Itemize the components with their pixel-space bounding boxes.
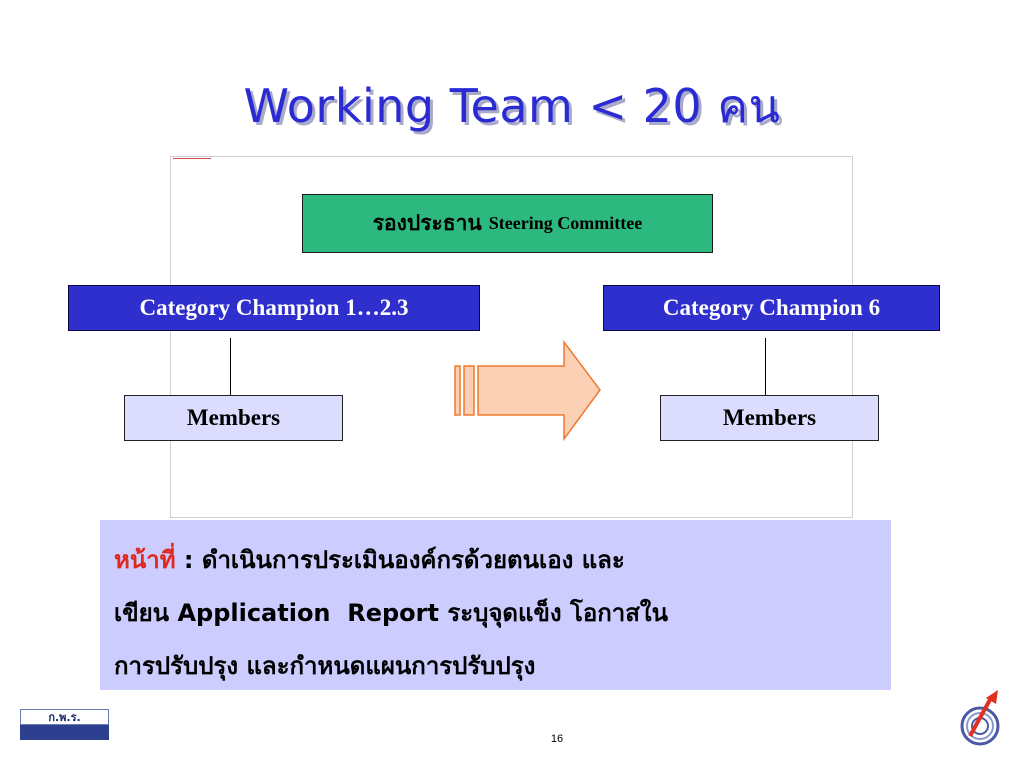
category-champion-right: Category Champion 6 (603, 285, 940, 331)
description-line-1: หน้าที่ : ดำเนินการประเมินองค์กรด้วยตนเอ… (114, 534, 877, 587)
category-champion-left: Category Champion 1…2.3 (68, 285, 480, 331)
members-right: Members (660, 395, 879, 441)
steering-committee-box: รองประธาน Steering Committee (302, 194, 713, 253)
connector-left (230, 338, 231, 395)
duty-line2-pre: เขียน (114, 599, 170, 627)
opdc-logo-text: ก.พ.ร. (20, 709, 109, 725)
duty-line2-english: Application Report (177, 599, 439, 627)
description-box: หน้าที่ : ดำเนินการประเมินองค์กรด้วยตนเอ… (100, 520, 891, 690)
steering-english-label: Steering Committee (488, 213, 643, 233)
opdc-logo: ก.พ.ร. (20, 709, 109, 740)
right-arrow-icon (454, 340, 601, 442)
connector-right (765, 338, 766, 395)
duty-label: หน้าที่ (114, 546, 176, 574)
slide-title: Working Team < 20 คน (243, 79, 781, 133)
frame-marker (173, 158, 211, 163)
steering-thai-label: รองประธาน (372, 211, 482, 235)
description-line-3: การปรับปรุง และกำหนดแผนการปรับปรุง (114, 652, 536, 680)
chart-frame (170, 156, 853, 518)
members-left: Members (124, 395, 343, 441)
duty-colon: : (183, 546, 194, 574)
duty-line1-text: ดำเนินการประเมินองค์กรด้วยตนเอง และ (201, 546, 625, 574)
circular-arrow-logo-icon (960, 690, 1000, 746)
duty-line2-post: ระบุจุดแข็ง โอกาสใน (447, 599, 669, 627)
opdc-logo-band (20, 725, 109, 740)
page-number: 16 (550, 733, 564, 745)
description-line-2: เขียน Application Report ระบุจุดแข็ง โอก… (114, 587, 877, 640)
